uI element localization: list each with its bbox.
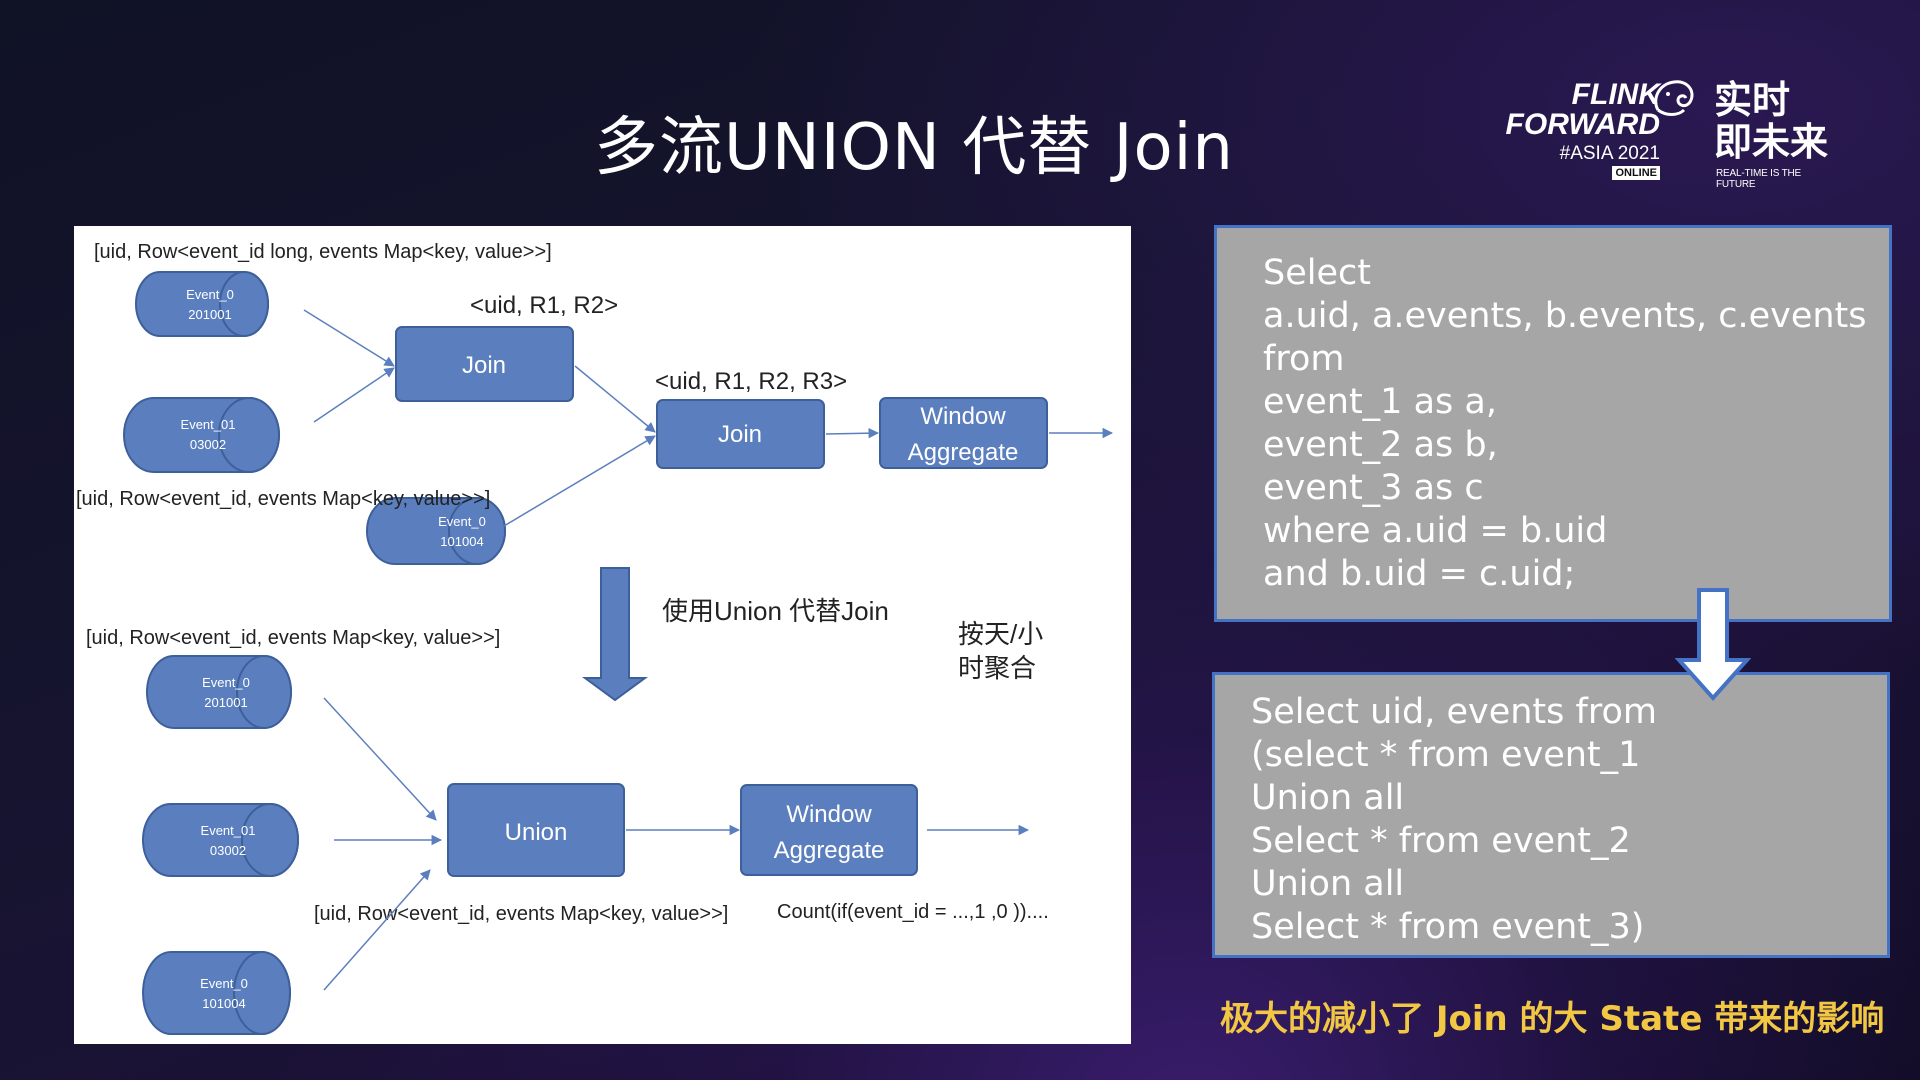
- join-sql-line: and b.uid = c.uid;: [1263, 554, 1576, 594]
- flink-forward-logo: FLINK FORWARD #ASIA 2021 ONLINE 实时 即未来 R…: [1506, 78, 1838, 191]
- replace-down-arrow: [581, 567, 649, 702]
- join2-node: [656, 399, 825, 469]
- top-event-c-id: 101004: [440, 534, 483, 549]
- join-sql-line: event_2 as b,: [1263, 425, 1498, 465]
- top-window-label-2: Aggregate: [908, 439, 1019, 466]
- bottom-event-c-cylinder: Event_0 101004: [142, 951, 291, 1035]
- sql-transform-arrow-icon: [1675, 588, 1751, 701]
- top-event-b-cylinder: Event_01 03002: [123, 397, 280, 473]
- agg-note-line2: 时聚合: [958, 653, 1036, 683]
- join1-tuple-label: <uid, R1, R2>: [470, 292, 618, 319]
- logo-flink: FLINK: [1571, 78, 1660, 111]
- edge-event-c-to-join2: [503, 435, 656, 527]
- join2-label: Join: [718, 421, 762, 448]
- join-sql-line: Select: [1263, 253, 1371, 293]
- join-sql-line: event_3 as c: [1263, 468, 1484, 508]
- join-sql-line: from: [1263, 339, 1345, 379]
- bottom-event-b-name: Event_01: [201, 823, 256, 838]
- bottom-schema-label: [uid, Row<event_id, events Map<key, valu…: [86, 627, 500, 649]
- union-sql-line: Select uid, events from: [1251, 692, 1657, 732]
- bottom-edges: [323, 697, 1030, 991]
- join1-node: [395, 326, 574, 402]
- union-sql-line: Union all: [1251, 778, 1405, 818]
- bottom-event-a-name: Event_0: [202, 675, 250, 690]
- join-sql-box: Select a.uid, a.events, b.events, c.even…: [1214, 225, 1892, 622]
- top-schema-label: [uid, Row<event_id long, events Map<key,…: [94, 241, 552, 263]
- bottom-event-b-cylinder: Event_01 03002: [142, 803, 299, 877]
- logo-tagline: REAL-TIME IS THE FUTURE: [1716, 168, 1801, 190]
- bottom-window-aggregate-node: [740, 784, 918, 876]
- agg-note-line1: 按天/小: [958, 619, 1043, 649]
- top-event-c-name: Event_0: [438, 514, 486, 529]
- logo-cn-line1: 实时: [1714, 78, 1791, 122]
- bottom-schema-label-2: [uid, Row<event_id, events Map<key, valu…: [314, 903, 728, 925]
- count-label: Count(if(event_id = ...,1 ,0 ))....: [777, 901, 1049, 923]
- bottom-window-label-2: Aggregate: [774, 837, 885, 864]
- join2-tuple-label: <uid, R1, R2, R3>: [655, 368, 847, 395]
- bottom-event-b-id: 03002: [210, 843, 246, 858]
- top-event-c-cylinder: Event_0 101004: [366, 497, 506, 565]
- logo-forward: FORWARD: [1505, 108, 1660, 141]
- edge-b-event-a-to-union: [323, 697, 437, 821]
- top-event-a-id: 201001: [188, 307, 231, 322]
- union-sql-line: Select * from event_2: [1251, 821, 1631, 861]
- logo-online-badge: ONLINE: [1612, 166, 1660, 180]
- union-node: [447, 783, 625, 877]
- logo-cn-line2: 即未来: [1714, 120, 1829, 164]
- join-sql-line: a.uid, a.events, b.events, c.events: [1263, 296, 1867, 336]
- slide-title: 多流UNION 代替 Join: [594, 111, 1234, 185]
- logo-asia-2021: #ASIA 2021: [1559, 143, 1660, 164]
- top-event-a-cylinder: Event_0 201001: [135, 271, 269, 337]
- bottom-event-a-cylinder: Event_0 201001: [146, 655, 292, 729]
- bottom-event-c-id: 101004: [202, 996, 245, 1011]
- edge-join2-to-window: [825, 427, 880, 439]
- squirrel-icon: [1654, 80, 1694, 116]
- union-sql-line: Union all: [1251, 864, 1405, 904]
- replace-label: 使用Union 代替Join: [662, 596, 889, 626]
- top-event-b-name: Event_01: [181, 417, 236, 432]
- join-sql-line: event_1 as a,: [1263, 382, 1497, 422]
- top-schema-label-2: [uid, Row<event_id, events Map<key, valu…: [76, 488, 490, 510]
- edge-event-b-to-join1: [313, 367, 395, 423]
- join-vs-union-diagram: [uid, Row<event_id long, events Map<key,…: [74, 226, 1131, 1044]
- union-sql-line: Select * from event_3): [1251, 907, 1645, 947]
- top-window-label-1: Window: [920, 403, 1006, 430]
- union-sql-line: (select * from event_1: [1251, 735, 1641, 775]
- edge-join1-to-join2: [574, 365, 656, 433]
- join1-label: Join: [462, 352, 506, 379]
- union-label: Union: [505, 819, 568, 846]
- join-sql-line: where a.uid = b.uid: [1263, 511, 1608, 551]
- top-event-a-name: Event_0: [186, 287, 234, 302]
- bottom-window-label-1: Window: [786, 801, 872, 828]
- bottom-event-a-id: 201001: [204, 695, 247, 710]
- top-event-b-id: 03002: [190, 437, 226, 452]
- edge-event-a-to-join1: [303, 309, 395, 367]
- union-sql-box: Select uid, events from (select * from e…: [1212, 672, 1890, 958]
- top-window-aggregate-node: [879, 397, 1048, 469]
- bottom-note: 极大的减小了 Join 的大 State 带来的影响: [1220, 999, 1885, 1039]
- edge-b-event-c-to-union: [323, 869, 431, 991]
- bottom-event-c-name: Event_0: [200, 976, 248, 991]
- top-edges: [303, 309, 1114, 527]
